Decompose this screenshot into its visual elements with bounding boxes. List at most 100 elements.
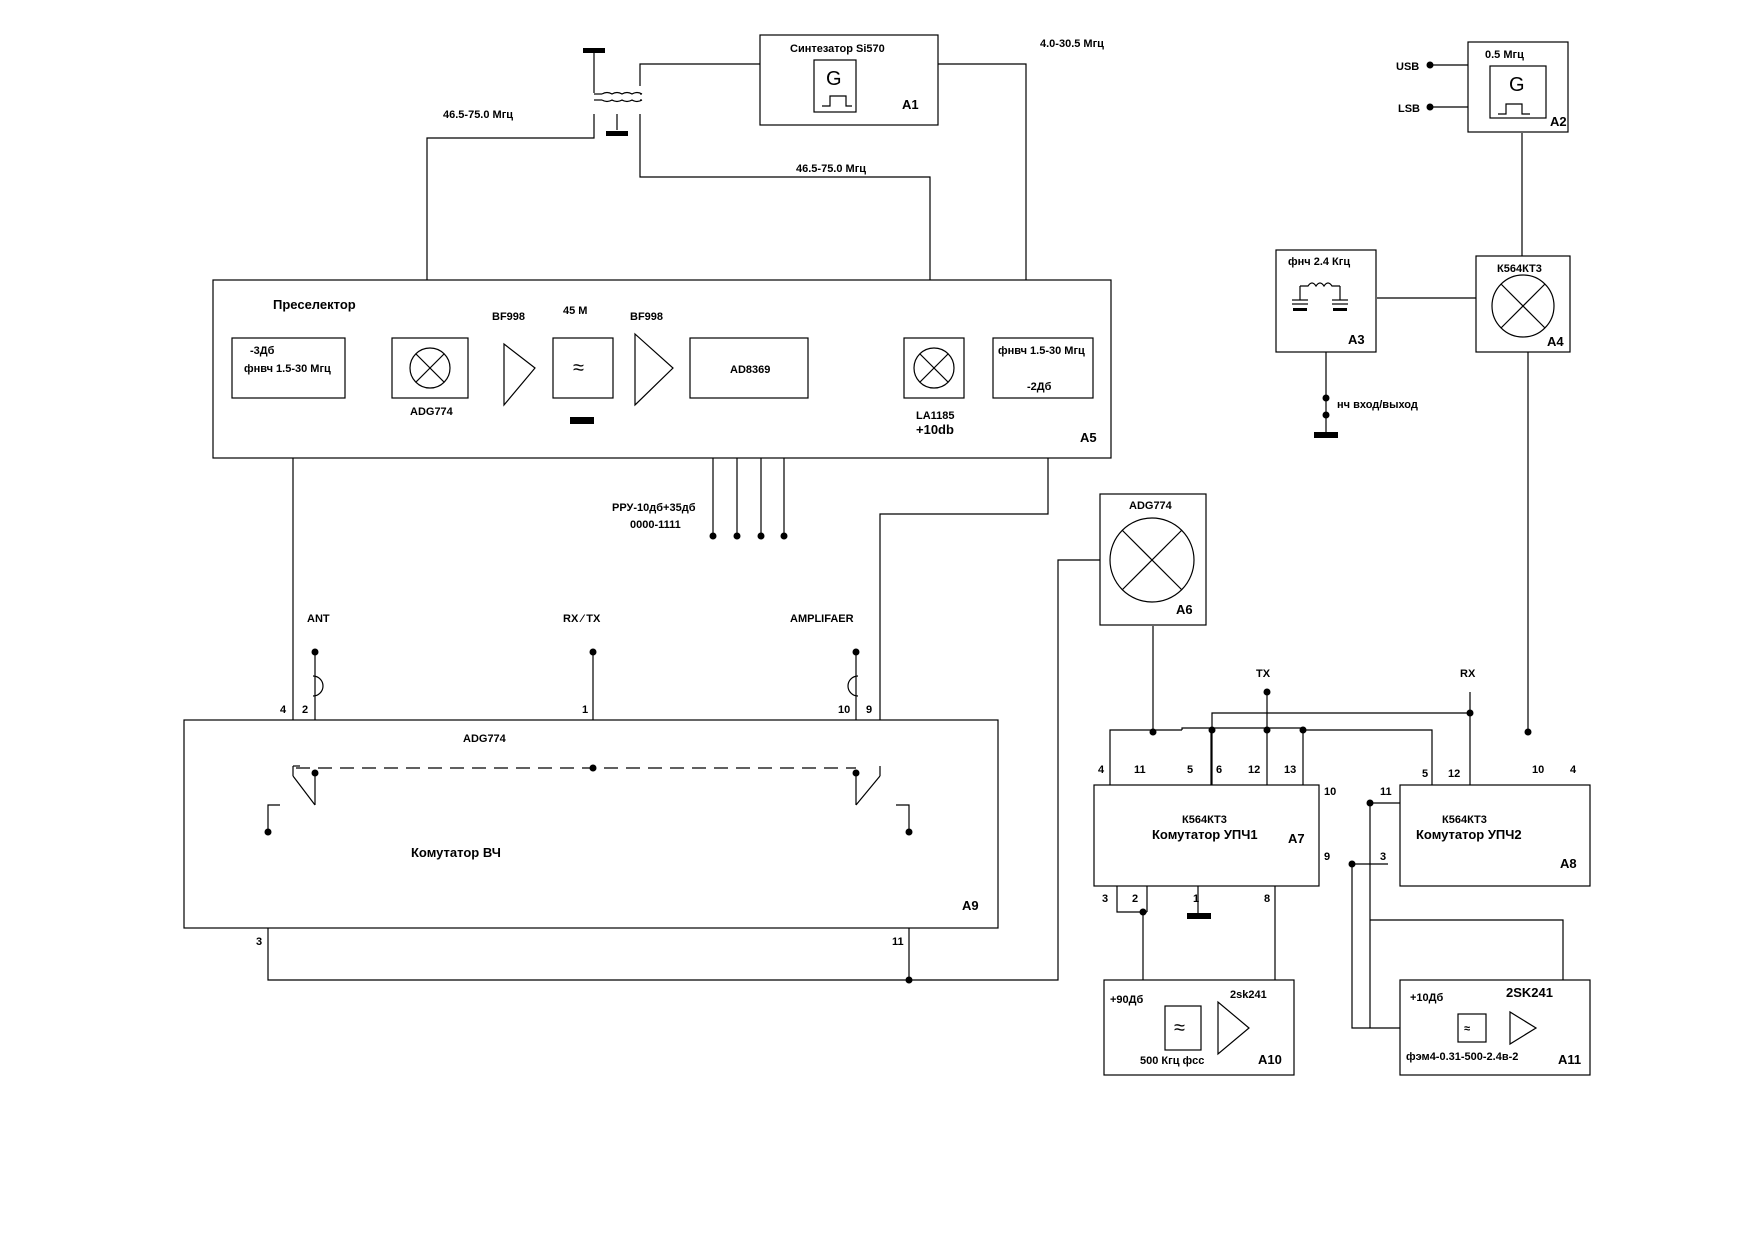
- a9-pin-10: 10: [838, 704, 850, 716]
- block-a11-if-amp: +10Дб 2SK241 ≈ фэм4-0.31-500-2.4в-2 A11: [1399, 979, 1591, 1076]
- block-a7-if-switch-1: К564КТ3 Комутатор УПЧ1 A7 4 11 5 6 12 13…: [1093, 764, 1336, 919]
- amplifier-icon: [634, 332, 674, 407]
- a9-pin-1: 1: [582, 704, 588, 716]
- transformer: 46.5-75.0 Мгц 46.5-75.0 Мгц 4.0-30.5 Мгц: [443, 38, 1104, 175]
- filter-out-loss: -2Дб: [1027, 381, 1052, 393]
- agc-ctrl-code: 0000-1111: [630, 519, 681, 531]
- a1-title: Синтезатор Si570: [790, 43, 885, 55]
- a3-port: нч вход/выход: [1337, 399, 1418, 411]
- a7-pin-12: 12: [1248, 764, 1260, 776]
- filter-out-name: фнвч 1.5-30 Мгц: [998, 345, 1085, 357]
- a4-title: К564КТ3: [1497, 263, 1542, 275]
- a8-pin-10: 10: [1532, 764, 1544, 776]
- mixer-in-label: ADG774: [410, 406, 454, 418]
- a11-transistor: 2SK241: [1506, 985, 1553, 1000]
- port-ant: ANT: [307, 613, 330, 625]
- agc-label: AD8369: [730, 364, 770, 376]
- a3-ref: A3: [1348, 332, 1365, 347]
- amplifier-icon: [503, 342, 536, 407]
- a7-pin-11: 11: [1134, 764, 1146, 776]
- a9-pin-4: 4: [280, 704, 287, 716]
- a9-chip: ADG774: [463, 733, 507, 745]
- inductor-icon: [1300, 282, 1340, 288]
- port-tx: TX: [1256, 668, 1271, 680]
- a1-ref: A1: [902, 97, 919, 112]
- a2-ref: A2: [1550, 114, 1567, 129]
- a10-filter: 500 Кгц фсс: [1140, 1055, 1204, 1067]
- a2-lsb: LSB: [1398, 103, 1420, 115]
- lo-right-label: 46.5-75.0 Мгц: [796, 163, 866, 175]
- a5-ref: A5: [1080, 430, 1097, 445]
- lo-a1-label: 4.0-30.5 Мгц: [1040, 38, 1104, 50]
- relay-coil-icon: [847, 675, 859, 697]
- rf-ports: ANT RX ⁄ TX AMPLIFAER: [307, 613, 860, 697]
- a7-pin-6: 6: [1216, 764, 1222, 776]
- a7-title: Комутатор УПЧ1: [1152, 827, 1258, 842]
- a8-pin-4: 4: [1570, 764, 1577, 776]
- mixer-icon: [913, 347, 955, 389]
- port-rxtx: RX ⁄ TX: [563, 613, 601, 625]
- a8-pin-3: 3: [1380, 851, 1386, 863]
- a11-filter: фэм4-0.31-500-2.4в-2: [1406, 1051, 1518, 1063]
- filter-in-loss: -3Дб: [250, 345, 275, 357]
- a6-title: ADG774: [1129, 500, 1173, 512]
- block-a6-switch: ADG774 A6: [1099, 493, 1207, 626]
- a10-transistor: 2sk241: [1230, 989, 1267, 1001]
- a7-ref: A7: [1288, 831, 1305, 846]
- bandpass-filter-icon: ≈: [1464, 1023, 1470, 1035]
- amp1-label: BF998: [492, 311, 525, 323]
- pulse-icon: [1498, 103, 1530, 115]
- a7-pin-10: 10: [1324, 786, 1336, 798]
- filter-in-name: фнвч 1.5-30 Мгц: [244, 363, 331, 375]
- a8-pin-11: 11: [1380, 786, 1392, 798]
- ground-icon: [570, 417, 594, 424]
- generator-icon: G: [1509, 74, 1525, 96]
- block-a1-synthesizer: Синтезатор Si570 G A1: [759, 34, 939, 126]
- block-a5-preselector: Преселектор A5 -3Дб фнвч 1.5-30 Мгц ADG7…: [212, 279, 1112, 459]
- port-rx: RX: [1460, 668, 1476, 680]
- a7-pin-13: 13: [1284, 764, 1296, 776]
- a7-pin-9: 9: [1324, 851, 1330, 863]
- a10-ref: A10: [1258, 1052, 1282, 1067]
- a9-title: Комутатор ВЧ: [411, 845, 501, 860]
- amplifier-icon: [1509, 1010, 1538, 1046]
- a3-title: фнч 2.4 Кгц: [1288, 256, 1350, 268]
- a9-pin-3: 3: [256, 936, 262, 948]
- pulse-icon: [822, 95, 852, 107]
- ground-icon: [583, 48, 605, 53]
- block-a10-if-amp: +90Дб 2sk241 ≈ 500 Кгц фсс A10: [1103, 979, 1295, 1076]
- relay-coil-icon: [312, 675, 324, 697]
- bandpass-filter-icon: ≈: [573, 357, 584, 379]
- block-a8-if-switch-2: К564КТ3 Комутатор УПЧ2 A8 5 12 10 4 11 3: [1380, 764, 1591, 887]
- control-ports: TX RX: [1139, 668, 1532, 916]
- ground-icon: [1314, 432, 1338, 438]
- a10-gain: +90Дб: [1110, 994, 1143, 1006]
- lo-left-label: 46.5-75.0 Мгц: [443, 109, 513, 121]
- amp2-label: BF998: [630, 311, 663, 323]
- a7-pin-5: 5: [1187, 764, 1193, 776]
- filter-mid-label: 45 М: [563, 305, 587, 317]
- mixer-out-name: LA1185: [916, 410, 955, 422]
- a8-pin-5: 5: [1422, 768, 1428, 780]
- a7-pin-8: 8: [1264, 893, 1270, 905]
- a7-pin-3: 3: [1102, 893, 1108, 905]
- a9-ref: A9: [962, 898, 979, 913]
- block-a4-mixer: К564КТ3 A4: [1475, 255, 1571, 353]
- a6-ref: A6: [1176, 602, 1193, 617]
- a8-title: Комутатор УПЧ2: [1416, 827, 1522, 842]
- a11-ref: A11: [1558, 1052, 1581, 1067]
- generator-icon: G: [826, 68, 842, 90]
- a8-ref: A8: [1560, 856, 1577, 871]
- a9-pin-2: 2: [302, 704, 308, 716]
- a7-pin-4: 4: [1098, 764, 1105, 776]
- block-a9-rf-switch: ADG774 Комутатор ВЧ A9 4 2 1 10 9 3 11: [183, 704, 999, 984]
- amplifier-icon: [1217, 1000, 1250, 1056]
- block-a2-bfo: 0.5 Мгц G A2 USB LSB: [1396, 41, 1569, 133]
- port-amp: AMPLIFAER: [790, 613, 854, 625]
- a5-title: Преселектор: [273, 297, 356, 312]
- ground-icon: [606, 131, 628, 136]
- a7-pin-1: 1: [1193, 893, 1199, 905]
- mixer-icon: [1491, 274, 1555, 338]
- mixer-icon: [409, 347, 451, 389]
